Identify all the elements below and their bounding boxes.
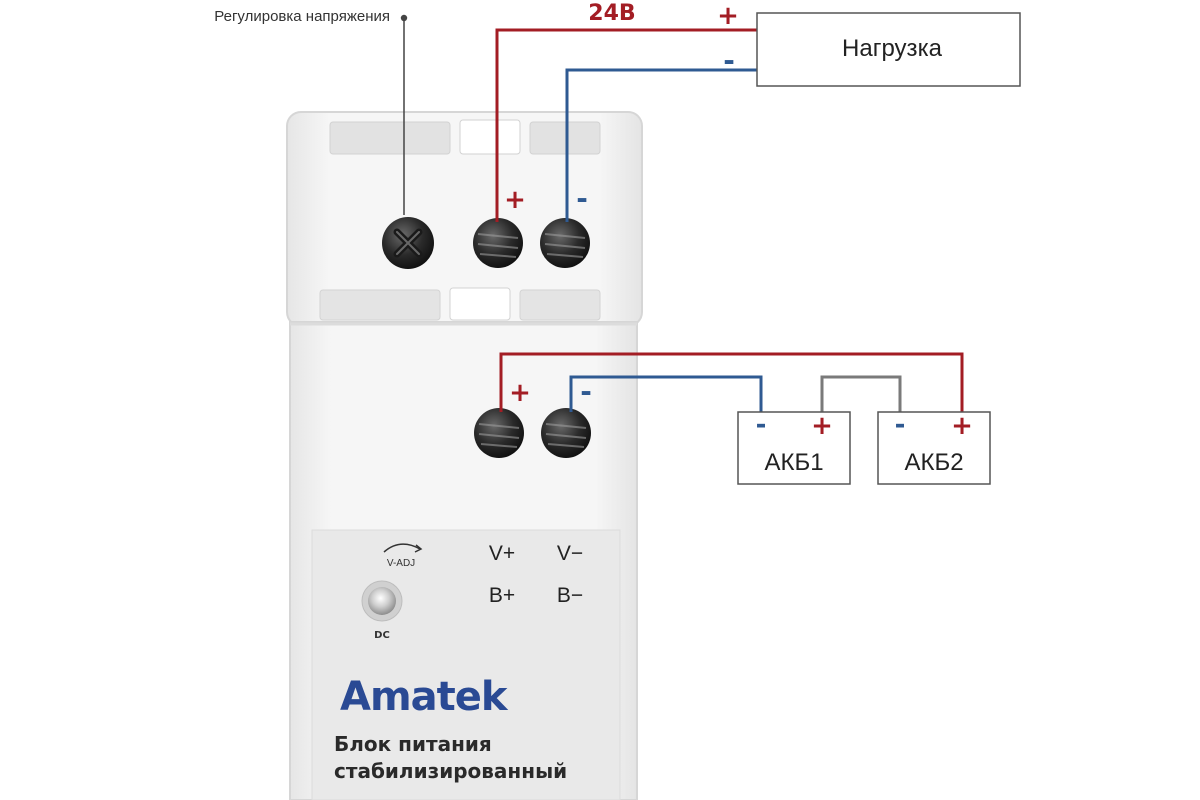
battery-box-2: АКБ2 - +	[877, 410, 991, 485]
load-plus-sign: +	[717, 1, 739, 31]
terminal-screw-icon[interactable]	[473, 218, 523, 268]
v-adj-label: V-ADJ	[387, 558, 415, 569]
battery-positive-wire	[499, 352, 964, 412]
battery-bridge-wire	[820, 375, 902, 412]
terminal-screw-icon[interactable]	[474, 408, 524, 458]
load-minus-sign: -	[723, 44, 735, 77]
output-minus-sign: -	[576, 182, 588, 215]
battery-1-label: АКБ1	[764, 449, 823, 476]
adjust-arc-icon	[383, 543, 423, 553]
battery-2-minus: -	[895, 410, 906, 440]
led-label: DC	[374, 630, 390, 641]
battery-1-minus: -	[756, 410, 767, 440]
v-plus-label: V+	[489, 542, 515, 565]
terminal-screw-icon[interactable]	[540, 218, 590, 268]
output-voltage-label: 24В	[588, 1, 635, 26]
battery-box-1: АКБ1 - +	[737, 410, 851, 485]
adjust-screw-icon[interactable]	[382, 217, 434, 269]
voltage-adjust-label: Регулировка напряжения	[214, 8, 390, 25]
voltage-adjust-pointer	[400, 14, 408, 215]
b-minus-label: B−	[557, 584, 583, 607]
v-minus-label: V−	[557, 542, 583, 565]
product-name-line-1: Блок питания	[334, 732, 492, 756]
battery-plus-sign: +	[509, 378, 531, 408]
product-name-line-2: стабилизированный	[334, 759, 567, 783]
power-supply-housing	[286, 111, 643, 800]
led-indicator-icon	[361, 580, 403, 622]
battery-1-plus: +	[811, 411, 833, 441]
top-vent	[329, 119, 601, 155]
load-positive-wire	[495, 28, 757, 222]
battery-minus-sign: -	[580, 375, 592, 408]
load-label: Нагрузка	[842, 35, 943, 62]
terminal-screw-icon[interactable]	[541, 408, 591, 458]
battery-2-plus: +	[951, 411, 973, 441]
brand-logo: Amatek	[340, 674, 509, 720]
load-negative-wire	[565, 68, 757, 222]
label-panel	[311, 529, 621, 800]
lower-vent	[319, 287, 601, 321]
b-plus-label: B+	[489, 584, 515, 607]
output-plus-sign: +	[504, 185, 526, 215]
battery-2-label: АКБ2	[904, 449, 963, 476]
load-box: Нагрузка	[756, 12, 1021, 87]
battery-negative-wire	[569, 375, 763, 412]
